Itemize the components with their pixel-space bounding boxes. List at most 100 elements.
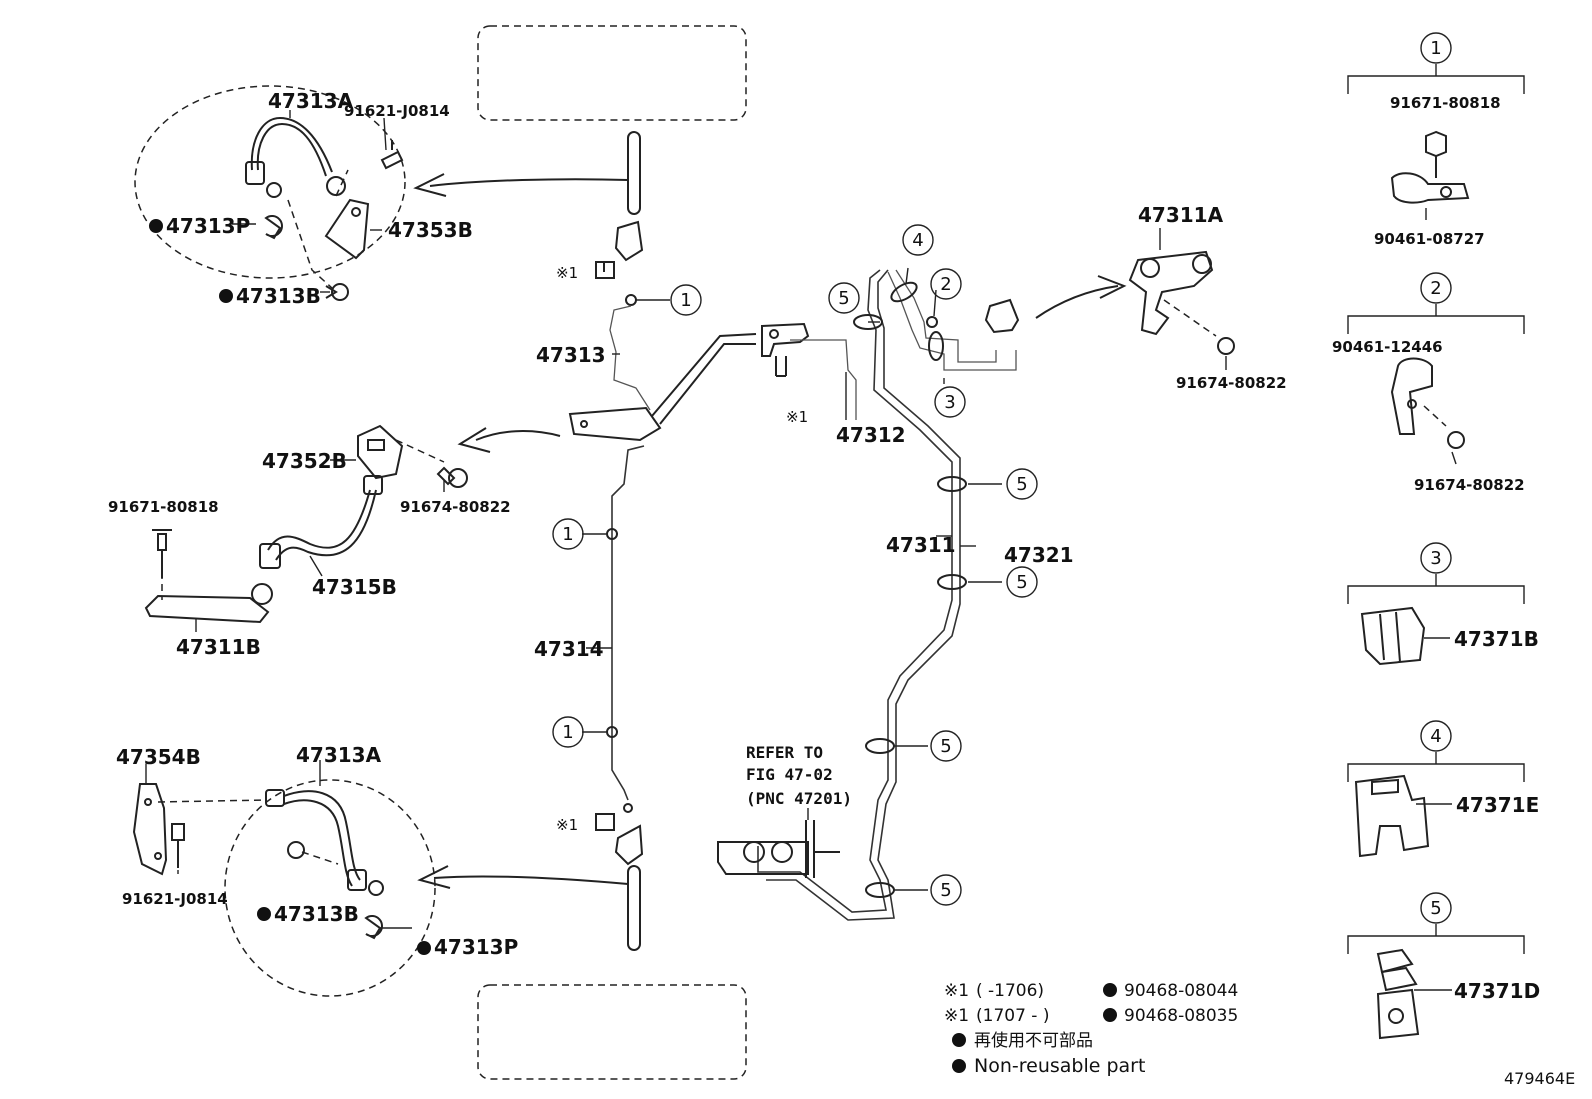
legend-bullet-4 — [952, 1059, 966, 1073]
side-label-91674: 91674-80822 — [1414, 476, 1525, 494]
legend-row3: 再使用不可部品 — [974, 1030, 1093, 1051]
valve-47311A — [1128, 228, 1235, 370]
label-47315B: 47315B — [312, 575, 397, 599]
svg-text:4: 4 — [1430, 726, 1441, 747]
label-47313B-bottom: 47313B — [274, 902, 359, 926]
svg-text:5: 5 — [838, 288, 849, 309]
label-47353B: 47353B — [388, 218, 473, 242]
svg-text:5: 5 — [1016, 474, 1027, 495]
legend-bullet-2 — [1103, 1008, 1117, 1022]
refer-line-2: FIG 47-02 — [746, 765, 833, 784]
svg-text:4: 4 — [912, 230, 923, 251]
label-47313: 47313 — [536, 343, 606, 367]
top-dashed-box — [477, 25, 747, 121]
valve-arrow — [1035, 285, 1119, 319]
label-47313P-bottom: 47313P — [434, 935, 518, 959]
callout-circle-3a: 3 — [934, 386, 966, 418]
note-mark-bottom: ※1 — [556, 816, 578, 834]
figure-id: 479464E — [1504, 1069, 1575, 1088]
middle-left-assembly — [144, 424, 468, 632]
label-47352B: 47352B — [262, 449, 347, 473]
label-47354B: 47354B — [116, 745, 201, 769]
nonreusable-marker — [417, 941, 431, 955]
label-91674-right: 91674-80822 — [1176, 374, 1287, 392]
svg-text:5: 5 — [1430, 898, 1441, 919]
legend-row4: Non-reusable part — [974, 1055, 1145, 1077]
bottom-dashed-box — [477, 984, 747, 1080]
svg-text:2: 2 — [1430, 278, 1441, 299]
refer-line-3: (PNC 47201) — [746, 789, 852, 808]
label-91621-bottom: 91621-J0814 — [122, 890, 228, 908]
svg-text:5: 5 — [1016, 572, 1027, 593]
svg-text:2: 2 — [940, 274, 951, 295]
central-column — [568, 131, 757, 951]
callout-circle-side-4: 4 — [1420, 720, 1452, 752]
label-47313P-top: 47313P — [166, 214, 250, 238]
master-cylinder — [717, 808, 840, 878]
legend-row2-mark: ※1 — [944, 1006, 969, 1026]
legend-bullet-1 — [1103, 983, 1117, 997]
side-label-47371D: 47371D — [1454, 979, 1540, 1003]
label-91671-left: 91671-80818 — [108, 498, 219, 516]
svg-text:5: 5 — [940, 880, 951, 901]
label-47311A: 47311A — [1138, 203, 1224, 227]
callout-circle-side-5: 5 — [1420, 892, 1452, 924]
nonreusable-marker — [257, 907, 271, 921]
lower-left-assembly — [132, 760, 436, 997]
label-47312: 47312 — [836, 423, 906, 447]
legend-row1-mark: ※1 — [944, 981, 969, 1001]
callout-circle-5b: 5 — [1006, 468, 1038, 500]
upper-left-dashed-circle — [134, 85, 406, 279]
side-label-47371E: 47371E — [1456, 793, 1539, 817]
callout-circle-1a: 1 — [670, 284, 702, 316]
label-47314: 47314 — [534, 637, 604, 661]
label-91621-top: 91621-J0814 — [344, 102, 450, 120]
upper-left-assembly — [134, 85, 406, 301]
callout-circle-1b: 1 — [552, 518, 584, 550]
label-47311: 47311 — [886, 533, 956, 557]
legend-row1-part: 90468-08044 — [1124, 981, 1238, 1001]
side-label-90461-12446: 90461-12446 — [1332, 338, 1443, 356]
callout-circle-4a: 4 — [902, 224, 934, 256]
legend-row2-part: 90468-08035 — [1124, 1006, 1238, 1026]
legend-bullet-3 — [952, 1033, 966, 1047]
callout-circle-side-3: 3 — [1420, 542, 1452, 574]
nonreusable-marker — [219, 289, 233, 303]
label-47311B: 47311B — [176, 635, 261, 659]
svg-text:5: 5 — [940, 736, 951, 757]
callout-circle-5e: 5 — [930, 874, 962, 906]
side-label-90461-08727: 90461-08727 — [1374, 230, 1485, 248]
svg-text:1: 1 — [562, 524, 573, 545]
side-detail-frames — [1347, 64, 1525, 1040]
svg-text:1: 1 — [1430, 38, 1441, 59]
label-47313B-top: 47313B — [236, 284, 321, 308]
svg-text:1: 1 — [562, 722, 573, 743]
note-mark-mid: ※1 — [786, 408, 808, 426]
label-47313A-bottom: 47313A — [296, 743, 382, 767]
callout-circle-5d: 5 — [930, 730, 962, 762]
callout-circle-side-2: 2 — [1420, 272, 1452, 304]
label-47321: 47321 — [1004, 543, 1074, 567]
main-brake-line — [757, 269, 1020, 921]
lower-arrow — [433, 875, 629, 885]
legend-row1-range: ( -1706) — [976, 981, 1044, 1001]
svg-text:3: 3 — [1430, 548, 1441, 569]
nonreusable-marker — [149, 219, 163, 233]
callout-circle-5a: 5 — [828, 282, 860, 314]
lower-left-dashed-circle — [224, 779, 436, 997]
svg-text:1: 1 — [680, 290, 691, 311]
note-mark-top: ※1 — [556, 264, 578, 282]
joint-47312 — [761, 322, 857, 420]
middle-arrow — [475, 430, 561, 441]
upper-arrow — [429, 178, 629, 187]
callout-circle-5c: 5 — [1006, 566, 1038, 598]
callout-circle-2a: 2 — [930, 268, 962, 300]
side-label-91671: 91671-80818 — [1390, 94, 1501, 112]
label-91674-mid: 91674-80822 — [400, 498, 511, 516]
legend-row2-range: (1707 - ) — [976, 1006, 1049, 1026]
side-label-47371B: 47371B — [1454, 627, 1539, 651]
svg-text:3: 3 — [944, 392, 955, 413]
callout-circle-side-1: 1 — [1420, 32, 1452, 64]
refer-line-1: REFER TO — [746, 743, 823, 762]
